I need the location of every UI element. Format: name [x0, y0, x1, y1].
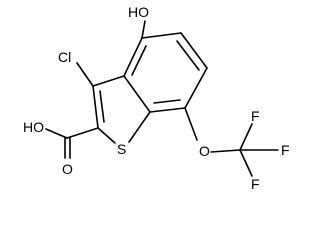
bond-c2-cacid — [66, 127, 99, 139]
bond-c3a-c3 — [92, 75, 125, 87]
bond-c2-s — [97, 127, 116, 144]
bond-cacid-oh — [45, 128, 68, 139]
atom-label-fluorine-right: F — [281, 142, 290, 158]
bond-o-cf3 — [210, 149, 241, 153]
atom-label-fluorine-bottom: F — [251, 176, 260, 192]
bond-c3a-c4 — [123, 37, 143, 77]
bond-c5-c6-inner — [176, 40, 200, 71]
bond-c3-c2 — [92, 85, 99, 129]
atom-label-acid-hydroxyl: HO — [23, 119, 44, 135]
bond-cf3-f-top — [239, 123, 253, 151]
atom-label-chlorine: Cl — [58, 49, 71, 65]
bond-c3-cl — [76, 62, 94, 87]
bonds — [45, 20, 279, 177]
atom-labels: HO Cl HO O S O F F F — [23, 4, 290, 192]
bond-c6-c7 — [184, 67, 208, 109]
bond-c7a-c3a — [123, 75, 151, 113]
bond-c7-o — [184, 107, 198, 141]
bond-c5-c6 — [180, 32, 208, 69]
bond-c7-c7a — [149, 107, 186, 113]
atom-label-sulfur: S — [117, 141, 126, 157]
bond-cf3-f-bottom — [239, 149, 253, 177]
atom-label-hydroxyl: HO — [128, 4, 149, 20]
bond-s-c7a — [128, 111, 151, 143]
bond-c7-c7a-inner — [153, 99, 181, 104]
bond-c4-oh — [141, 20, 146, 39]
atom-label-ether-oxygen: O — [199, 143, 210, 159]
bond-c3-c2-inner — [99, 90, 105, 123]
bond-c4-c5 — [141, 32, 182, 39]
bond-c3a-c4-inner — [131, 45, 147, 76]
structure-canvas: HO Cl HO O S O F F F — [23, 4, 290, 192]
atom-label-fluorine-top: F — [251, 108, 260, 124]
atom-label-acid-oxygen: O — [62, 161, 73, 177]
molecule-structure: HO Cl HO O S O F F F — [23, 4, 290, 192]
